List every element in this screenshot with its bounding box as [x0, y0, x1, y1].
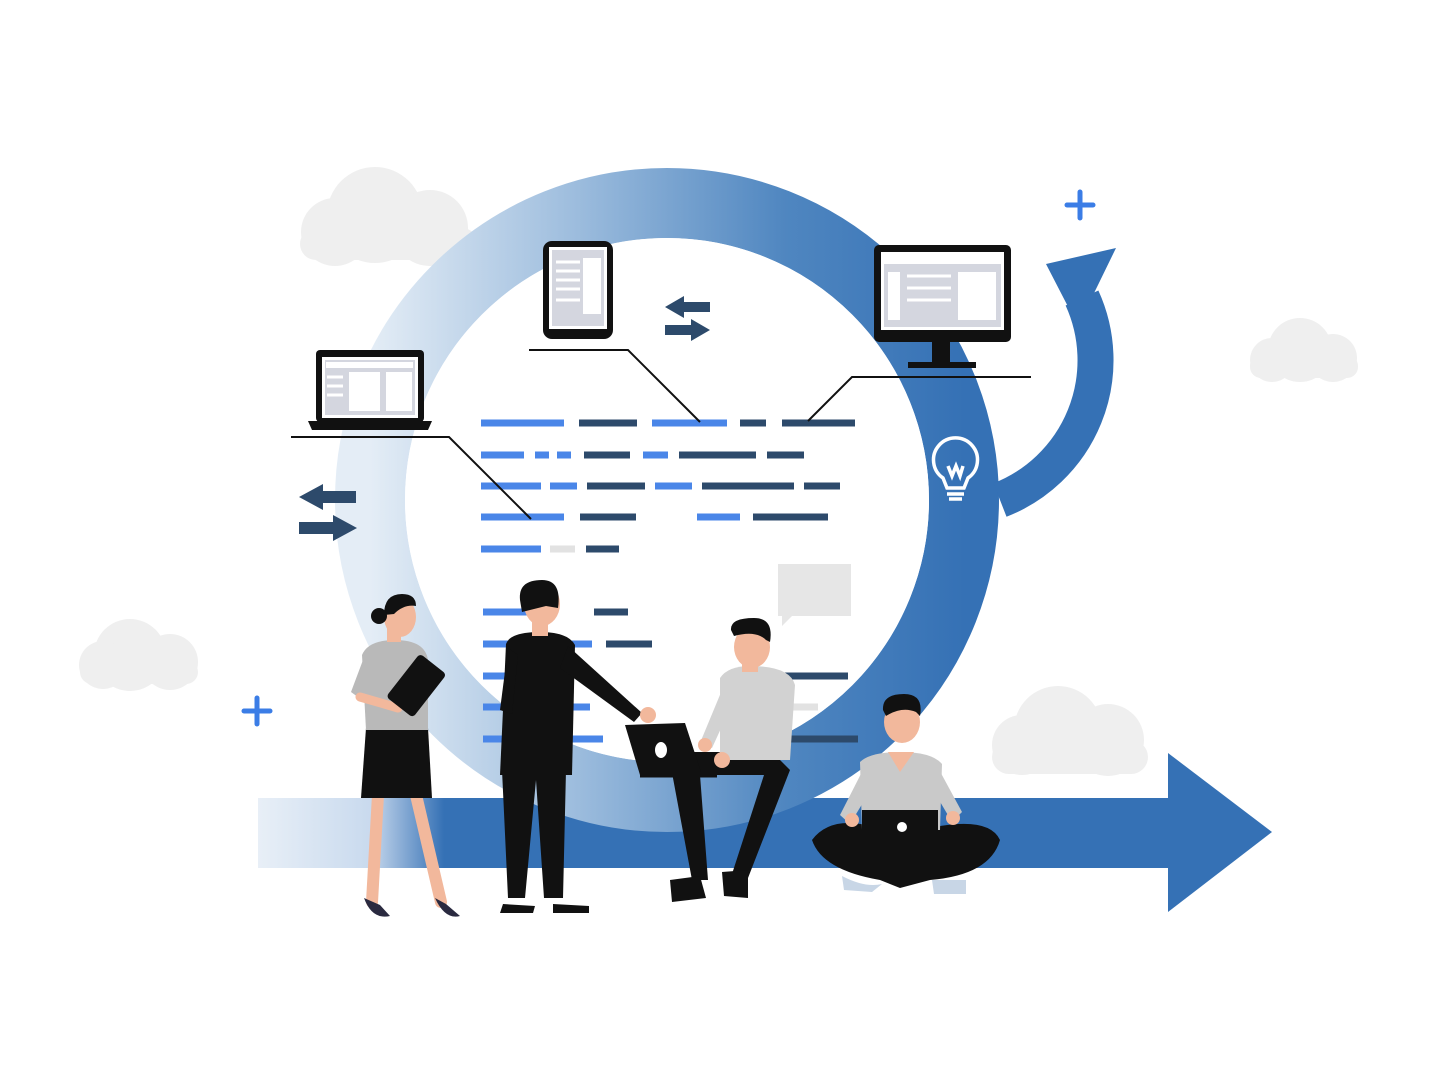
plus-icon [1064, 189, 1096, 221]
cloud-icon [992, 686, 1148, 776]
plus-icon [241, 695, 273, 727]
cloud-icon [300, 167, 478, 266]
swap-arrows-icon [299, 484, 357, 541]
cloud-icon [79, 619, 198, 691]
cycle-ring [335, 168, 999, 832]
man-in-suit [500, 580, 656, 913]
man-cross-legged-with-laptop [812, 694, 1000, 894]
cloud-icon [1250, 318, 1358, 382]
tablet-icon [543, 241, 613, 339]
lightbulb-icon [931, 436, 980, 501]
laptop-icon [308, 350, 432, 430]
speech-bubble-icon [778, 564, 851, 626]
desktop-monitor-icon [874, 245, 1011, 368]
woman-with-tablet [351, 594, 460, 917]
man-sitting-with-laptop [625, 618, 795, 902]
iteration-arrow [993, 248, 1116, 517]
connector-lines [291, 349, 1031, 520]
swap-arrows-icon [665, 296, 710, 341]
